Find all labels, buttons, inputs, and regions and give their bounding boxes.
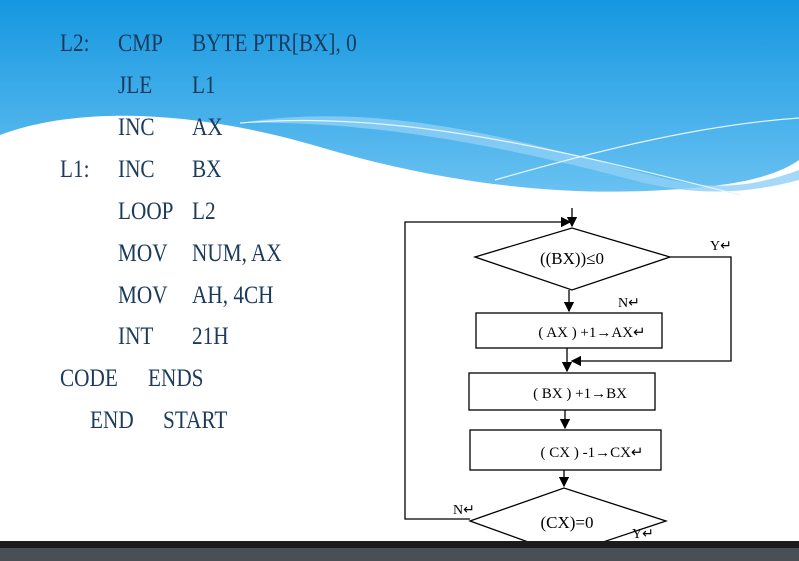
code-label: CODE bbox=[60, 365, 118, 392]
code-op: JLE bbox=[118, 72, 153, 99]
step3-box bbox=[469, 429, 662, 471]
decision1-label: ((BX))≤0 bbox=[540, 249, 604, 268]
code-op: LOOP bbox=[118, 198, 174, 225]
code-op: INC bbox=[118, 114, 155, 141]
step1-label: ( AX ) +1→AX↵ bbox=[538, 325, 645, 341]
viewer-status-strip bbox=[0, 548, 799, 561]
code-arg: AX bbox=[192, 114, 223, 141]
code-arg: BX bbox=[192, 156, 222, 183]
code-arg: START bbox=[163, 407, 228, 434]
code-op: CMP bbox=[118, 30, 163, 57]
viewer-bottom-bar bbox=[0, 541, 799, 548]
yes-label: Y↵ bbox=[710, 239, 732, 254]
code-op: INC bbox=[118, 156, 155, 183]
yes-branch-line bbox=[570, 256, 732, 367]
code-arg: L1 bbox=[192, 72, 216, 99]
code-arg: NUM, AX bbox=[192, 240, 282, 267]
exit-yes-label: Y↵ bbox=[632, 527, 654, 542]
code-label: END bbox=[90, 407, 134, 434]
code-arg: AH, 4CH bbox=[192, 282, 274, 309]
code-op: INT bbox=[118, 323, 154, 350]
step2-label: ( BX ) +1→BX bbox=[533, 386, 627, 402]
decision2-label: (CX)=0 bbox=[540, 513, 593, 532]
assembly-code-listing: L2: CMP BYTE PTR[BX], 0 JLE L1 INC AX L1: INC… bbox=[0, 0, 420, 460]
no-label: N↵ bbox=[618, 296, 640, 311]
code-arg: BYTE PTR[BX], 0 bbox=[192, 30, 357, 57]
code-label: L1: bbox=[60, 156, 90, 183]
step3-label: ( CX ) -1→CX↵ bbox=[541, 445, 644, 461]
loop-no-label: N↵ bbox=[453, 503, 475, 518]
loop-back-line bbox=[404, 216, 572, 520]
code-arg: L2 bbox=[192, 198, 216, 225]
step2-box bbox=[468, 372, 656, 411]
code-label: L2: bbox=[60, 30, 90, 57]
code-op: MOV bbox=[118, 282, 168, 309]
code-op: MOV bbox=[118, 240, 168, 267]
code-arg: ENDS bbox=[148, 365, 204, 392]
code-arg: 21H bbox=[192, 323, 229, 350]
step1-box bbox=[475, 312, 663, 349]
